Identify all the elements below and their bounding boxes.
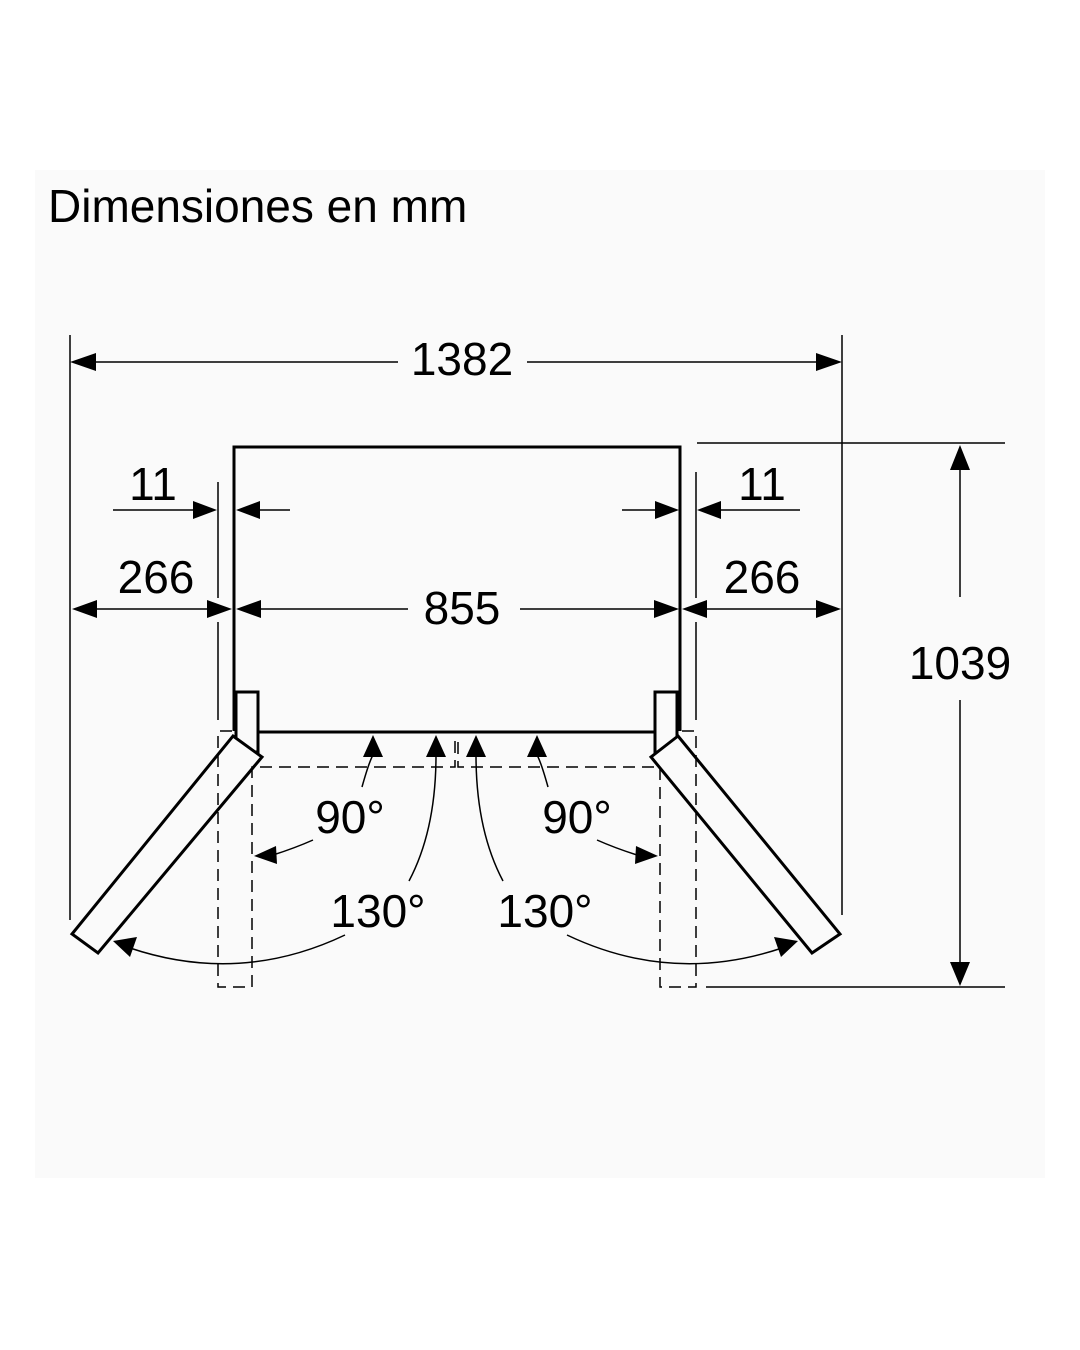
diagram-title: Dimensiones en mm bbox=[48, 180, 468, 232]
door-90-outlines bbox=[217, 730, 697, 988]
dim-855-label: 855 bbox=[424, 582, 501, 634]
angle-right-90-label: 90° bbox=[542, 791, 612, 843]
angle-arrowheads bbox=[113, 735, 798, 957]
dim-left-266-label: 266 bbox=[118, 551, 195, 603]
angle-right-130-label: 130° bbox=[497, 885, 592, 937]
dim-right-11-label: 11 bbox=[738, 458, 786, 510]
left-door-open bbox=[69, 733, 265, 956]
angle-left-90-label: 90° bbox=[315, 791, 385, 843]
dimension-labels: 1382 11 11 266 855 266 1039 90° 90° 130°… bbox=[118, 333, 1012, 937]
dim-right-266-label: 266 bbox=[724, 551, 801, 603]
dimension-lines bbox=[70, 353, 970, 986]
extension-lines bbox=[69, 335, 1005, 988]
angle-left-130-label: 130° bbox=[330, 885, 425, 937]
angle-arcs bbox=[129, 754, 783, 965]
dim-1382-label: 1382 bbox=[411, 333, 513, 385]
right-door-open bbox=[648, 733, 843, 956]
diagram-panel bbox=[35, 170, 1045, 1178]
dim-left-11-label: 11 bbox=[129, 458, 177, 510]
dim-1039-label: 1039 bbox=[909, 637, 1011, 689]
cabinet-outline bbox=[232, 445, 682, 734]
